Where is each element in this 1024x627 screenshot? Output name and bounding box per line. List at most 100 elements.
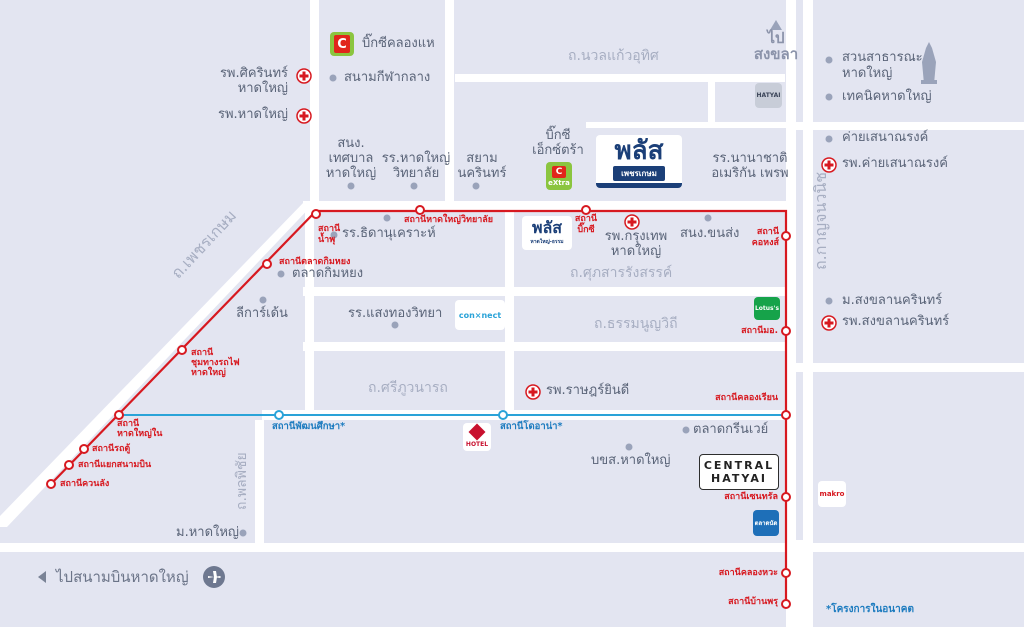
bigc-extra-logo: C eXtra: [546, 162, 572, 190]
station-bigc-2[interactable]: บิ๊กซี: [577, 225, 595, 235]
road-kanchanawanit: [803, 0, 813, 627]
place-psu-hosp: รพ.สงขลานครินทร์: [842, 314, 950, 329]
hotel-logo: HOTEL: [463, 423, 491, 451]
place-intl-school-2: อเมริกัน เพรพ: [711, 166, 789, 181]
station-khlong-hwa[interactable]: สถานีคลองหวะ: [718, 568, 778, 578]
plus-main-text: พลัส: [614, 135, 664, 166]
place-camp-sena-hosp: รพ.ค่ายเสนาณรงค์: [842, 156, 948, 171]
station-odeon[interactable]: สถานีโดอาน่า*: [500, 421, 563, 432]
red-station-dot[interactable]: [781, 410, 791, 420]
central-logo: CENTRAL HATYAI: [699, 454, 779, 490]
station-ban-phru[interactable]: สถานีบ้านพรุ: [728, 597, 778, 607]
station-namphu-1[interactable]: สถานี: [318, 224, 341, 234]
place-rajyindee: รพ.ราษฎร์ยินดี: [546, 383, 630, 398]
direction-airport: ไปสนามบินหาดใหญ่: [56, 568, 189, 586]
station-khohong-2[interactable]: คอหงส์: [751, 238, 779, 248]
red-station-dot[interactable]: [581, 205, 591, 215]
station-railway-3[interactable]: หาดใหญ่: [191, 368, 226, 378]
station-central[interactable]: สถานีเซนทรัล: [724, 492, 778, 502]
red-station-dot[interactable]: [781, 231, 791, 241]
red-station-dot[interactable]: [262, 259, 272, 269]
station-bigc-1[interactable]: สถานี: [574, 214, 598, 224]
hospital-icon: [821, 315, 837, 331]
blue-station-dot[interactable]: [498, 410, 508, 420]
red-station-dot[interactable]: [415, 205, 425, 215]
place-bangkok-hosp-1: รพ.กรุงเทพ: [604, 229, 668, 244]
arrow-left-icon: [38, 571, 46, 583]
blue-line: [119, 410, 786, 420]
station-talad-kimyong[interactable]: สถานีตลาดกิมหยง: [279, 257, 351, 267]
place-suan-satharana-1: สวนสาธารณะ: [842, 50, 923, 65]
station-rotturu[interactable]: สถานีรถตู้: [92, 444, 131, 454]
place-sikarin-1: รพ.ศิครินทร์: [219, 66, 288, 81]
airplane-icon: [203, 566, 225, 588]
station-hatyai-nai-2[interactable]: หาดใหญ่ใน: [117, 429, 163, 439]
road-right-bottom: [796, 540, 806, 627]
red-station-dot[interactable]: [79, 444, 89, 454]
place-talad-greenway: ตลาดกรีนเวย์: [693, 422, 769, 437]
place-lee-garden: ลีการ์เด้น: [236, 306, 288, 321]
road-nawakaew: ถ.นวลแก้วอุทิศ: [568, 48, 659, 64]
monument-icon: [921, 42, 937, 84]
station-khlong-rian[interactable]: สถานีคลองเรียน: [715, 393, 778, 403]
station-hatyai-college[interactable]: สถานีหาดใหญ่วิทยาลัย: [404, 215, 494, 225]
red-station-dot[interactable]: [311, 209, 321, 219]
legend-future: *โครงการในอนาคต: [826, 604, 914, 615]
place-psu: ม.สงขลานครินทร์: [842, 293, 943, 308]
blue-market-logo: ตลาดนัด: [753, 510, 779, 536]
station-psu[interactable]: สถานีมอ.: [741, 326, 778, 336]
station-hatyai-nai-1[interactable]: สถานี: [117, 419, 140, 429]
road-v2: [445, 0, 454, 210]
station-yaek-sanambin[interactable]: สถานีแยกสนามบิน: [78, 460, 152, 470]
arrow-up-icon: [770, 20, 782, 30]
station-railway-2[interactable]: ชุมทางรถไฟ: [191, 358, 240, 368]
station-khohong-1[interactable]: สถานี: [756, 227, 779, 237]
station-phatthana-sueksa[interactable]: สถานีพัฒนศึกษา*: [272, 421, 346, 432]
road-nawakaew: [455, 74, 785, 82]
place-camp-sena: ค่ายเสนาณรงค์: [842, 130, 929, 145]
road-thammanoon: [303, 342, 793, 351]
red-station-dot[interactable]: [46, 479, 56, 489]
road-phonphichai: [255, 420, 264, 543]
station-railway-1[interactable]: สถานี: [191, 348, 214, 358]
station-khuan-lang[interactable]: สถานีควนลัง: [60, 479, 110, 489]
hospital-icon: [296, 68, 312, 84]
place-saengthong: รร.แสงทองวิทยา: [348, 306, 443, 321]
road-v5: [708, 82, 715, 128]
place-hatyai-school-2: วิทยาลัย: [392, 166, 440, 181]
blue-station-dot[interactable]: [274, 410, 284, 420]
road-suksanrangsan: ถ.ศุภสารรังสรรค์: [570, 265, 673, 281]
red-station-dot[interactable]: [64, 460, 74, 470]
place-bigc-extra-1: บิ๊กซี: [545, 128, 571, 143]
bigc-logo: C: [330, 32, 354, 56]
red-station-dot[interactable]: [781, 326, 791, 336]
place-hatyai-hosp: รพ.หาดใหญ่: [218, 107, 288, 122]
road-right-top: [796, 122, 1024, 130]
red-station-dot[interactable]: [781, 568, 791, 578]
station-namphu-2[interactable]: น้ำพุ: [318, 235, 336, 245]
red-station-dot[interactable]: [177, 345, 187, 355]
plus-sub-text: เพชรเกษม: [613, 165, 665, 181]
place-sikarin-2: หาดใหญ่: [237, 81, 288, 96]
makro-logo: makro: [818, 481, 846, 507]
road-v3: [305, 210, 314, 410]
red-station-dot[interactable]: [781, 599, 791, 609]
direction-songkhla-2: สงขลา: [753, 45, 799, 63]
place-sanong-3: หาดใหญ่: [325, 166, 377, 181]
red-station-dot[interactable]: [114, 410, 124, 420]
place-thidanukrao: รร.ธิดานุเคราะห์: [342, 226, 436, 241]
road-phetkasem-diagonal: [0, 201, 316, 527]
place-dots: [239, 56, 833, 537]
place-bigc-extra-2: เอ็กซ์ตร้า: [532, 143, 584, 158]
place-sanong-1: สนง.: [337, 136, 365, 151]
road-right-mid: [796, 363, 1024, 372]
road-thammanoonwithi: ถ.ธรรมนูญวิถี: [594, 316, 678, 332]
hospital-icon: [624, 214, 640, 230]
road-bottom: [0, 543, 1024, 552]
hotel-text: HOTEL: [465, 441, 489, 448]
hotel-mark-icon: [468, 423, 486, 441]
road-kanchanawanit: ถ.กาญจนวนิช: [811, 171, 830, 270]
plus-small-sub-text: หาดใหญ่-ธรรม: [530, 239, 564, 245]
red-station-dot[interactable]: [781, 492, 791, 502]
